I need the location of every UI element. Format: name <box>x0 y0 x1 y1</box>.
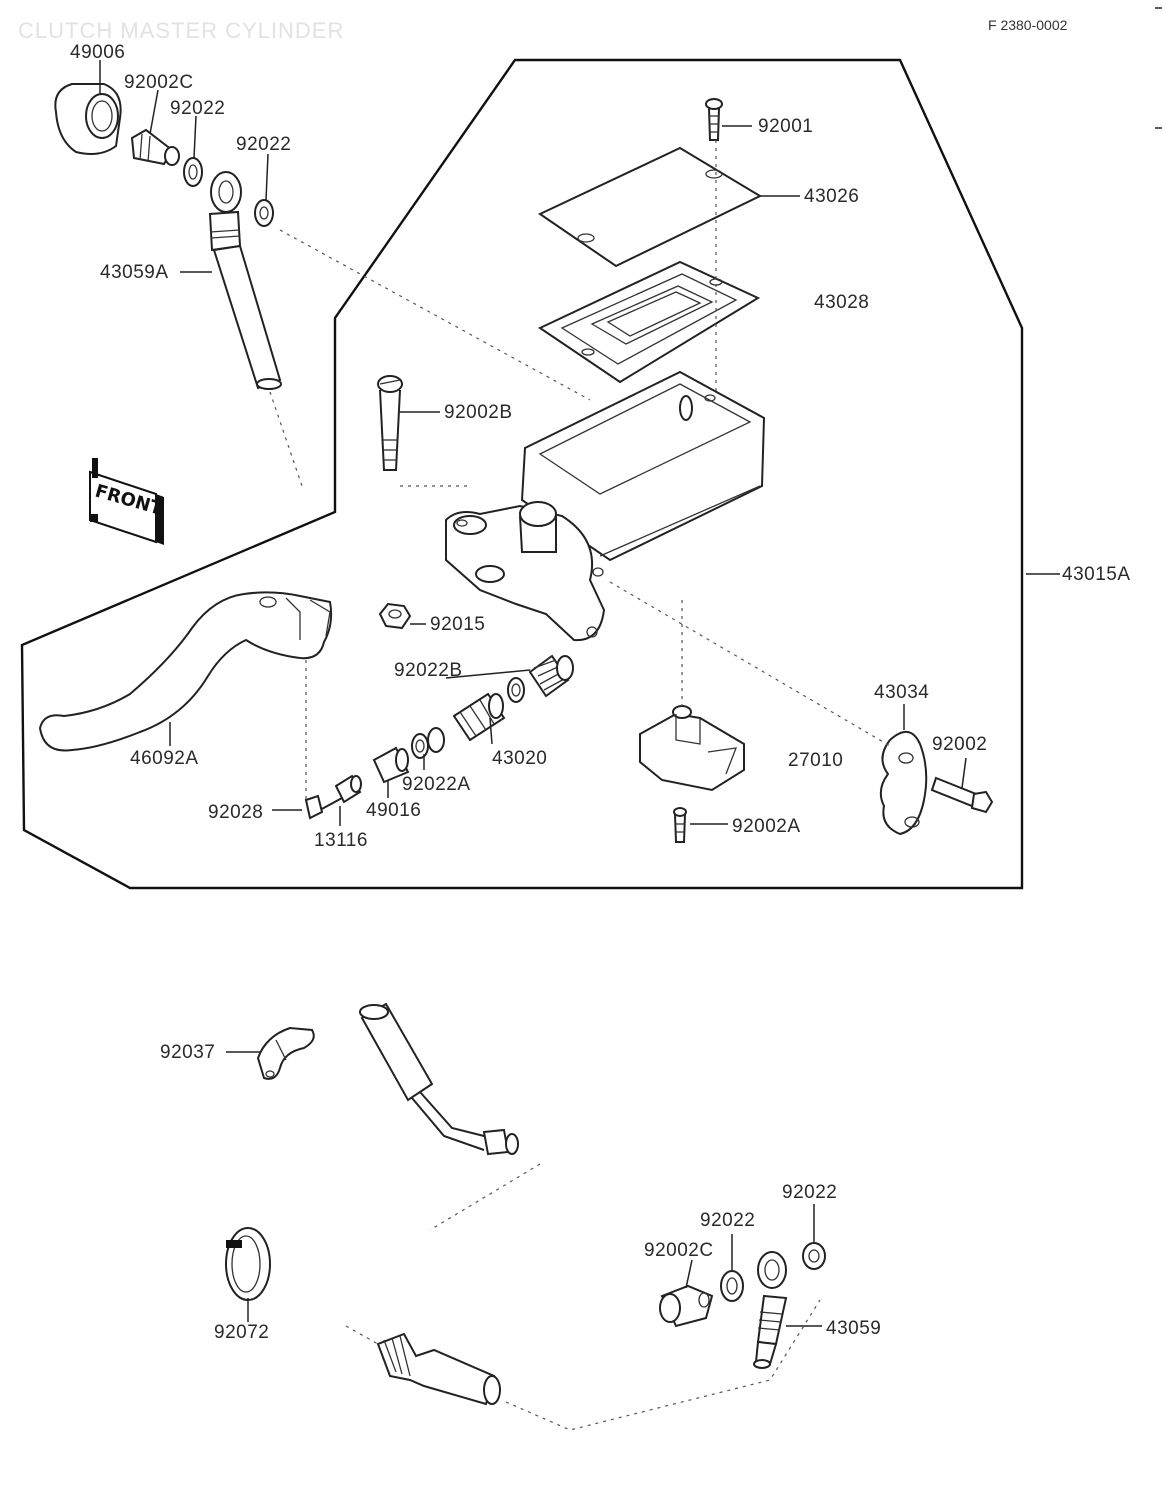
label-92037: 92037 <box>160 1042 215 1063</box>
label-92028: 92028 <box>208 802 263 823</box>
hose-routing-line-lower <box>345 1325 379 1345</box>
label-46092A: 46092A <box>130 748 199 769</box>
label-43028: 43028 <box>814 292 869 313</box>
label-43034: 43034 <box>874 682 929 703</box>
bolt-92002 <box>930 776 994 814</box>
lower-hose-lower-segment <box>376 1332 501 1406</box>
label-43020: 43020 <box>492 748 547 769</box>
nut-92015 <box>378 602 412 630</box>
piston-43020 <box>452 692 506 742</box>
label-43059A: 43059A <box>100 262 169 283</box>
screw-92002B <box>377 375 403 471</box>
label-27010: 27010 <box>788 750 843 771</box>
switch-27010 <box>639 705 745 792</box>
screw-92001 <box>705 98 723 141</box>
banjo-bolt-92002C-bottom <box>659 1284 714 1328</box>
lower-hose-upper-segment <box>359 1002 519 1156</box>
hose-routing-line-top <box>269 391 303 487</box>
hose-routing-line-bottom <box>429 1163 541 1231</box>
bolt-alignment-line-top <box>279 229 591 401</box>
diaphragm-43028 <box>537 260 761 384</box>
banjo-bolt-cap-49006 <box>54 83 122 155</box>
hose-clamp-92072 <box>225 1227 271 1301</box>
push-rod-13116 <box>319 774 362 811</box>
label-92022-top2: 92022 <box>236 134 291 155</box>
label-92002A: 92002A <box>732 816 801 837</box>
front-direction-icon: FRONT <box>89 458 165 545</box>
label-43015A: 43015A <box>1062 564 1131 585</box>
label-92022-bottom1: 92022 <box>700 1210 755 1231</box>
label-92022-top1: 92022 <box>170 98 225 119</box>
clamp-43034 <box>879 731 928 836</box>
label-49016: 49016 <box>366 800 421 821</box>
clamp-alignment-line <box>609 581 891 747</box>
label-92002: 92002 <box>932 734 987 755</box>
label-92002C-top: 92002C <box>124 72 194 93</box>
clutch-hose-43059 <box>753 1251 788 1369</box>
assembly-border <box>20 58 1024 890</box>
spring-92022B <box>528 654 574 698</box>
washer-92022-top1 <box>183 157 203 187</box>
label-43059: 43059 <box>826 1318 881 1339</box>
screw-92002A <box>673 807 687 843</box>
label-13116: 13116 <box>314 830 368 851</box>
label-49006: 49006 <box>70 42 125 63</box>
piston-seal <box>507 677 525 703</box>
boot-49016 <box>372 746 410 784</box>
clutch-lever-46092A <box>38 591 333 752</box>
label-92022B: 92022B <box>394 660 463 681</box>
washer-92022-bottom1 <box>720 1270 744 1302</box>
diagram-title: CLUTCH MASTER CYLINDER <box>18 18 344 43</box>
washer-92022-top2 <box>254 199 274 227</box>
label-92072: 92072 <box>214 1322 269 1343</box>
nut-92028 <box>304 794 324 820</box>
label-92022-bottom2: 92022 <box>782 1182 837 1203</box>
label-92001: 92001 <box>758 116 813 137</box>
leader-lines <box>99 60 1060 1327</box>
label-92002B: 92002B <box>444 402 513 423</box>
bottom-assembly-outline <box>505 1299 821 1431</box>
label-43026: 43026 <box>804 186 859 207</box>
washer-92022-bottom2 <box>802 1242 826 1270</box>
washer-92022A <box>411 727 445 759</box>
label-92002C-bottom: 92002C <box>644 1240 714 1261</box>
reservoir-cap-43026 <box>537 146 763 268</box>
label-92015: 92015 <box>430 614 485 635</box>
diagram-reference-code: F 2380-0002 <box>988 17 1068 33</box>
clutch-hose-43059A <box>208 171 282 390</box>
hose-clamp-92037 <box>256 1026 315 1080</box>
master-cylinder-body-43015A <box>445 370 766 642</box>
label-92022A: 92022A <box>402 774 471 795</box>
banjo-bolt-92002C-top <box>130 128 180 166</box>
